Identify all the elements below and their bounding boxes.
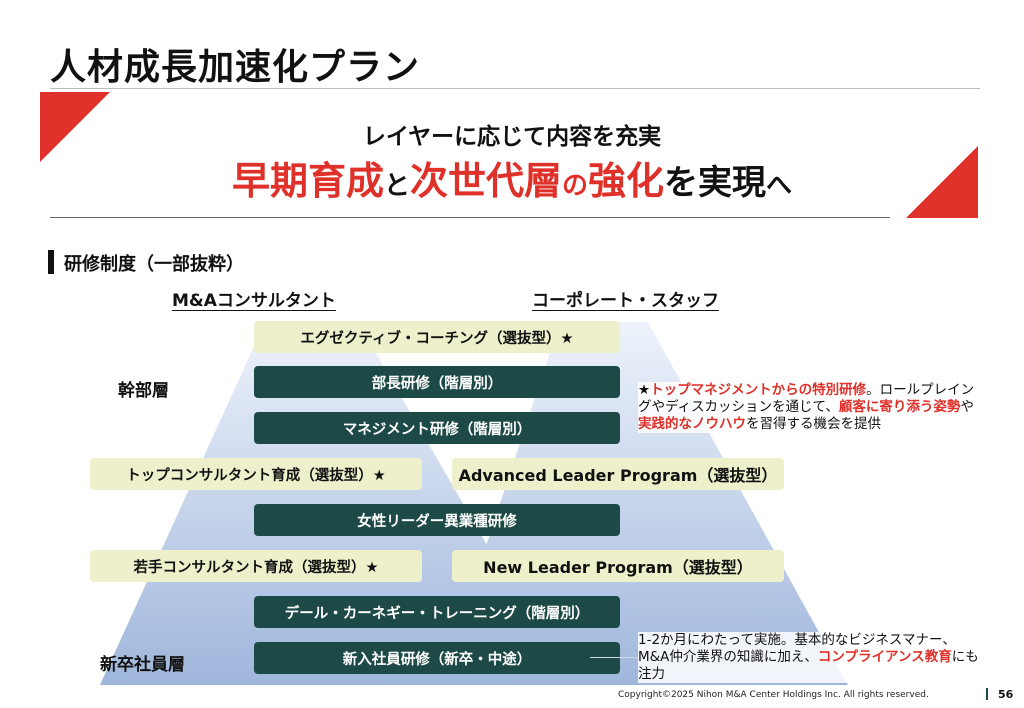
headline-part: と xyxy=(383,171,410,201)
column-header-corporate: コーポレート・スタッフ xyxy=(532,291,719,311)
section-title: 研修制度（一部抜粋） xyxy=(64,254,244,275)
program-top-consultant: トップコンサルタント育成（選抜型）★ xyxy=(90,458,422,490)
program-advanced-leader: Advanced Leader Program（選抜型） xyxy=(452,458,784,490)
connector-line xyxy=(590,657,638,658)
note-text: 実践的なノウハウ xyxy=(638,416,746,432)
red-corner-decoration-right xyxy=(906,146,978,218)
program-new-leader: New Leader Program（選抜型） xyxy=(452,550,784,582)
title-divider xyxy=(50,88,980,89)
page-number: 56 xyxy=(998,688,1014,701)
program-management: マネジメント研修（階層別） xyxy=(254,412,620,444)
copyright: Copyright©2025 Nihon M&A Center Holdings… xyxy=(618,690,929,700)
red-corner-decoration-left xyxy=(40,92,110,162)
headline-sub: レイヤーに応じて内容を充実 xyxy=(362,124,662,150)
page-title: 人材成長加速化プラン xyxy=(50,47,421,88)
note-text: を習得する機会を提供 xyxy=(746,416,881,432)
headline-divider xyxy=(50,217,890,218)
note-text: 。ロールプレイングやディスカッションを通じて、 xyxy=(638,382,975,415)
footer-divider xyxy=(986,688,988,700)
note-text: コンプライアンス教育 xyxy=(817,649,952,665)
note-text: 1-2か月にわたって実施。基本的なビジネスマナー、M&A仲介業界の知識に加え、 xyxy=(638,632,956,665)
note-star-training: ★トップマネジメントからの特別研修。ロールプレイングやディスカッションを通じて、… xyxy=(638,382,984,433)
note-text: にも注力 xyxy=(638,649,979,682)
headline-part: 早期育成 xyxy=(231,159,384,203)
pyramid-left xyxy=(100,322,568,685)
level-label-executive: 幹部層 xyxy=(118,381,169,401)
star-icon: ★ xyxy=(638,382,651,398)
headline-part: の xyxy=(562,171,589,201)
note-text: や xyxy=(960,399,974,415)
headline-part: 次世代層 xyxy=(409,159,562,203)
headline-main: 早期育成と次世代層の強化を実現へ xyxy=(0,150,1024,205)
headline-part: へ xyxy=(766,171,793,201)
section-marker xyxy=(48,250,54,274)
program-women-leader: 女性リーダー異業種研修 xyxy=(254,504,620,536)
program-dale-carnegie: デール・カーネギー・トレーニング（階層別） xyxy=(254,596,620,628)
note-text: 顧客に寄り添う姿勢 xyxy=(838,399,961,415)
headline-part: 強化 xyxy=(588,159,665,203)
program-young-consultant: 若手コンサルタント育成（選抜型）★ xyxy=(90,550,422,582)
column-header-consultant: M&Aコンサルタント xyxy=(172,291,336,311)
level-label-new-hire: 新卒社員層 xyxy=(100,655,185,675)
headline-part: を実現 xyxy=(664,163,767,203)
program-department-manager: 部長研修（階層別） xyxy=(254,366,620,398)
program-executive-coaching: エグゼクティブ・コーチング（選抜型）★ xyxy=(254,321,620,353)
note-text: トップマネジメントからの特別研修 xyxy=(650,382,867,398)
note-new-hire: 1-2か月にわたって実施。基本的なビジネスマナー、M&A仲介業界の知識に加え、コ… xyxy=(638,632,986,683)
program-new-hire: 新入社員研修（新卒・中途） xyxy=(254,642,620,674)
